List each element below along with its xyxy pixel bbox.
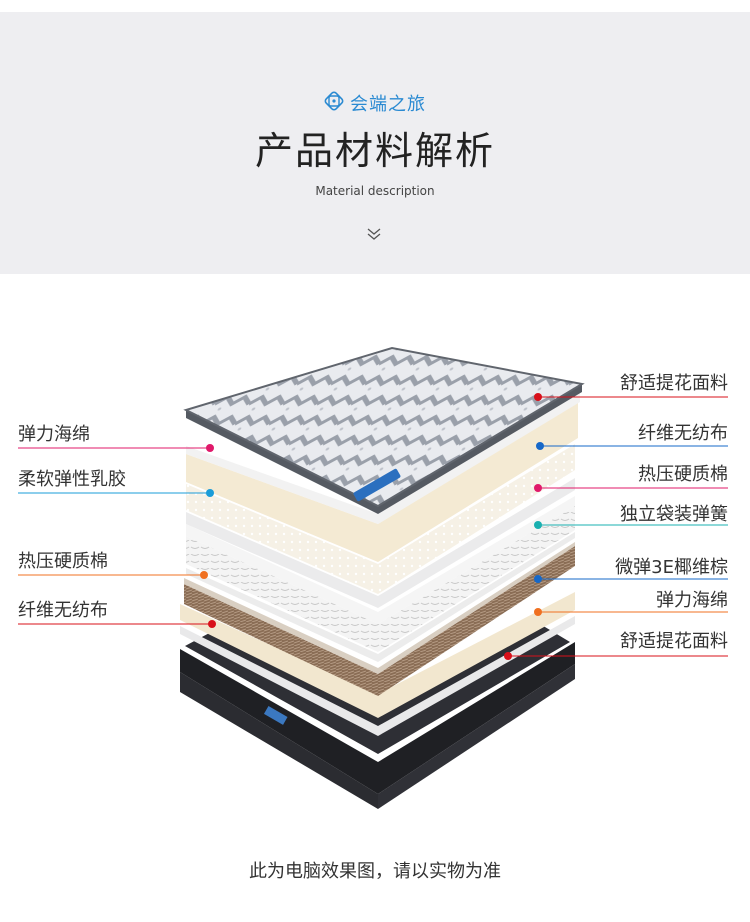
- page-subtitle: Material description: [0, 184, 750, 198]
- label-left-elastic-sponge: 弹力海绵: [18, 424, 90, 446]
- label-right-jacquard-top: 舒适提花面料: [620, 373, 728, 395]
- label-right-hard-cotton: 热压硬质棉: [638, 464, 728, 486]
- label-left-latex: 柔软弹性乳胶: [18, 469, 126, 491]
- page-title: 产品材料解析: [0, 120, 750, 175]
- label-right-coir: 微弹3E椰维棕: [615, 557, 728, 579]
- header-banner: 会端之旅 产品材料解析 Material description: [0, 12, 750, 274]
- label-right-pocket-springs: 独立袋装弹簧: [620, 504, 728, 526]
- label-left-nonwoven: 纤维无纺布: [18, 600, 108, 622]
- disclaimer-caption: 此为电脑效果图，请以实物为准: [0, 857, 750, 883]
- brand-logo: 会端之旅: [0, 90, 750, 116]
- flower-logo-icon: [324, 91, 344, 116]
- mattress-layer-diagram: [0, 274, 750, 834]
- double-chevron-down-icon: [366, 227, 382, 241]
- brand-name: 会端之旅: [350, 90, 426, 116]
- label-right-elastic-sponge: 弹力海绵: [656, 590, 728, 612]
- label-right-nonwoven: 纤维无纺布: [638, 423, 728, 445]
- label-right-jacquard-bottom: 舒适提花面料: [620, 631, 728, 653]
- label-left-hard-cotton: 热压硬质棉: [18, 551, 108, 573]
